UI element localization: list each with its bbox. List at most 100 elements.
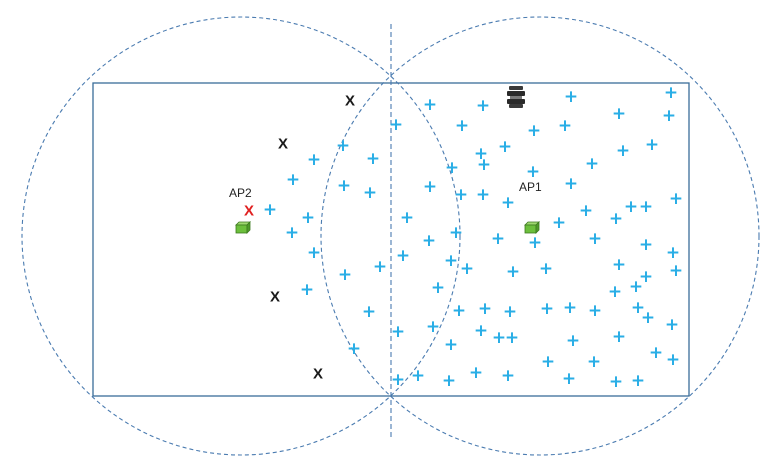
client-mark: + bbox=[526, 162, 540, 182]
client-mark: + bbox=[347, 339, 361, 359]
client-mark: + bbox=[411, 366, 425, 386]
client-mark: + bbox=[445, 158, 459, 178]
client-mark: + bbox=[477, 155, 491, 175]
client-mark: + bbox=[452, 301, 466, 321]
ap1-box-icon bbox=[524, 221, 540, 234]
client-mark: + bbox=[442, 371, 456, 391]
client-mark: + bbox=[505, 328, 519, 348]
client-mark: + bbox=[501, 366, 515, 386]
rogue-client-mark: X bbox=[244, 203, 254, 220]
client-mark: + bbox=[474, 321, 488, 341]
client-mark: + bbox=[566, 331, 580, 351]
client-mark: + bbox=[664, 83, 678, 103]
outside-client-mark: X bbox=[278, 136, 288, 153]
client-mark: + bbox=[476, 185, 490, 205]
client-mark: + bbox=[631, 298, 645, 318]
client-mark: + bbox=[422, 231, 436, 251]
client-mark: + bbox=[666, 243, 680, 263]
clients: ++++++++++++++++++++++++++++++++++++++++… bbox=[263, 83, 683, 392]
client-mark: + bbox=[639, 267, 653, 287]
client-mark: + bbox=[501, 193, 515, 213]
client-mark: + bbox=[492, 328, 506, 348]
client-mark: + bbox=[391, 322, 405, 342]
client-mark: + bbox=[307, 243, 321, 263]
client-mark: + bbox=[612, 327, 626, 347]
client-mark: + bbox=[666, 350, 680, 370]
client-mark: + bbox=[444, 251, 458, 271]
client-mark: + bbox=[400, 208, 414, 228]
client-mark: + bbox=[337, 176, 351, 196]
client-mark: + bbox=[389, 115, 403, 135]
client-mark: + bbox=[609, 209, 623, 229]
client-mark: + bbox=[460, 259, 474, 279]
client-mark: + bbox=[476, 96, 490, 116]
client-mark: + bbox=[624, 197, 638, 217]
client-mark: + bbox=[609, 372, 623, 392]
outside-client-mark: X bbox=[345, 93, 355, 110]
outside-clients: X X X X bbox=[270, 93, 355, 383]
client-mark: + bbox=[449, 223, 463, 243]
camera-icon bbox=[507, 86, 525, 108]
client-mark: + bbox=[612, 104, 626, 124]
client-mark: + bbox=[587, 352, 601, 372]
client-mark: + bbox=[263, 200, 277, 220]
client-mark: + bbox=[563, 298, 577, 318]
client-mark: + bbox=[426, 317, 440, 337]
client-mark: + bbox=[564, 87, 578, 107]
client-mark: + bbox=[528, 233, 542, 253]
client-mark: + bbox=[469, 363, 483, 383]
client-mark: + bbox=[579, 201, 593, 221]
client-mark: + bbox=[539, 259, 553, 279]
client-mark: + bbox=[396, 246, 410, 266]
client-mark: + bbox=[641, 308, 655, 328]
client-mark: + bbox=[588, 301, 602, 321]
client-mark: + bbox=[491, 229, 505, 249]
client-mark: + bbox=[662, 106, 676, 126]
client-mark: + bbox=[444, 335, 458, 355]
ap2-box-icon bbox=[235, 221, 251, 234]
client-mark: + bbox=[639, 197, 653, 217]
client-mark: + bbox=[286, 170, 300, 190]
rogue-clients: X bbox=[244, 203, 254, 220]
client-mark: + bbox=[541, 352, 555, 372]
client-mark: + bbox=[431, 278, 445, 298]
client-mark: + bbox=[498, 137, 512, 157]
client-mark: + bbox=[366, 149, 380, 169]
client-mark: + bbox=[669, 261, 683, 281]
client-mark: + bbox=[363, 183, 377, 203]
client-mark: + bbox=[608, 282, 622, 302]
client-mark: + bbox=[336, 136, 350, 156]
client-mark: + bbox=[552, 213, 566, 233]
client-mark: + bbox=[665, 315, 679, 335]
client-mark: + bbox=[527, 121, 541, 141]
client-mark: + bbox=[558, 116, 572, 136]
client-mark: + bbox=[474, 144, 488, 164]
client-mark: + bbox=[391, 370, 405, 390]
client-mark: + bbox=[454, 185, 468, 205]
client-mark: + bbox=[669, 189, 683, 209]
outside-client-mark: X bbox=[313, 366, 323, 383]
client-mark: + bbox=[423, 95, 437, 115]
ap2-coverage-circle bbox=[21, 16, 461, 456]
ap1-coverage-circle bbox=[320, 16, 760, 456]
client-mark: + bbox=[373, 257, 387, 277]
client-mark: + bbox=[301, 208, 315, 228]
outside-client-mark: X bbox=[270, 289, 280, 306]
client-mark: + bbox=[562, 369, 576, 389]
client-mark: + bbox=[588, 229, 602, 249]
client-mark: + bbox=[362, 302, 376, 322]
client-mark: + bbox=[612, 255, 626, 275]
client-mark: + bbox=[503, 302, 517, 322]
client-mark: + bbox=[423, 177, 437, 197]
ap1-label: AP1 bbox=[519, 180, 542, 194]
client-mark: + bbox=[616, 141, 630, 161]
client-mark: + bbox=[455, 116, 469, 136]
client-mark: + bbox=[639, 235, 653, 255]
client-mark: + bbox=[478, 299, 492, 319]
client-mark: + bbox=[585, 154, 599, 174]
client-mark: + bbox=[629, 277, 643, 297]
client-mark: + bbox=[540, 299, 554, 319]
ap2-label: AP2 bbox=[229, 186, 252, 200]
client-mark: + bbox=[307, 150, 321, 170]
